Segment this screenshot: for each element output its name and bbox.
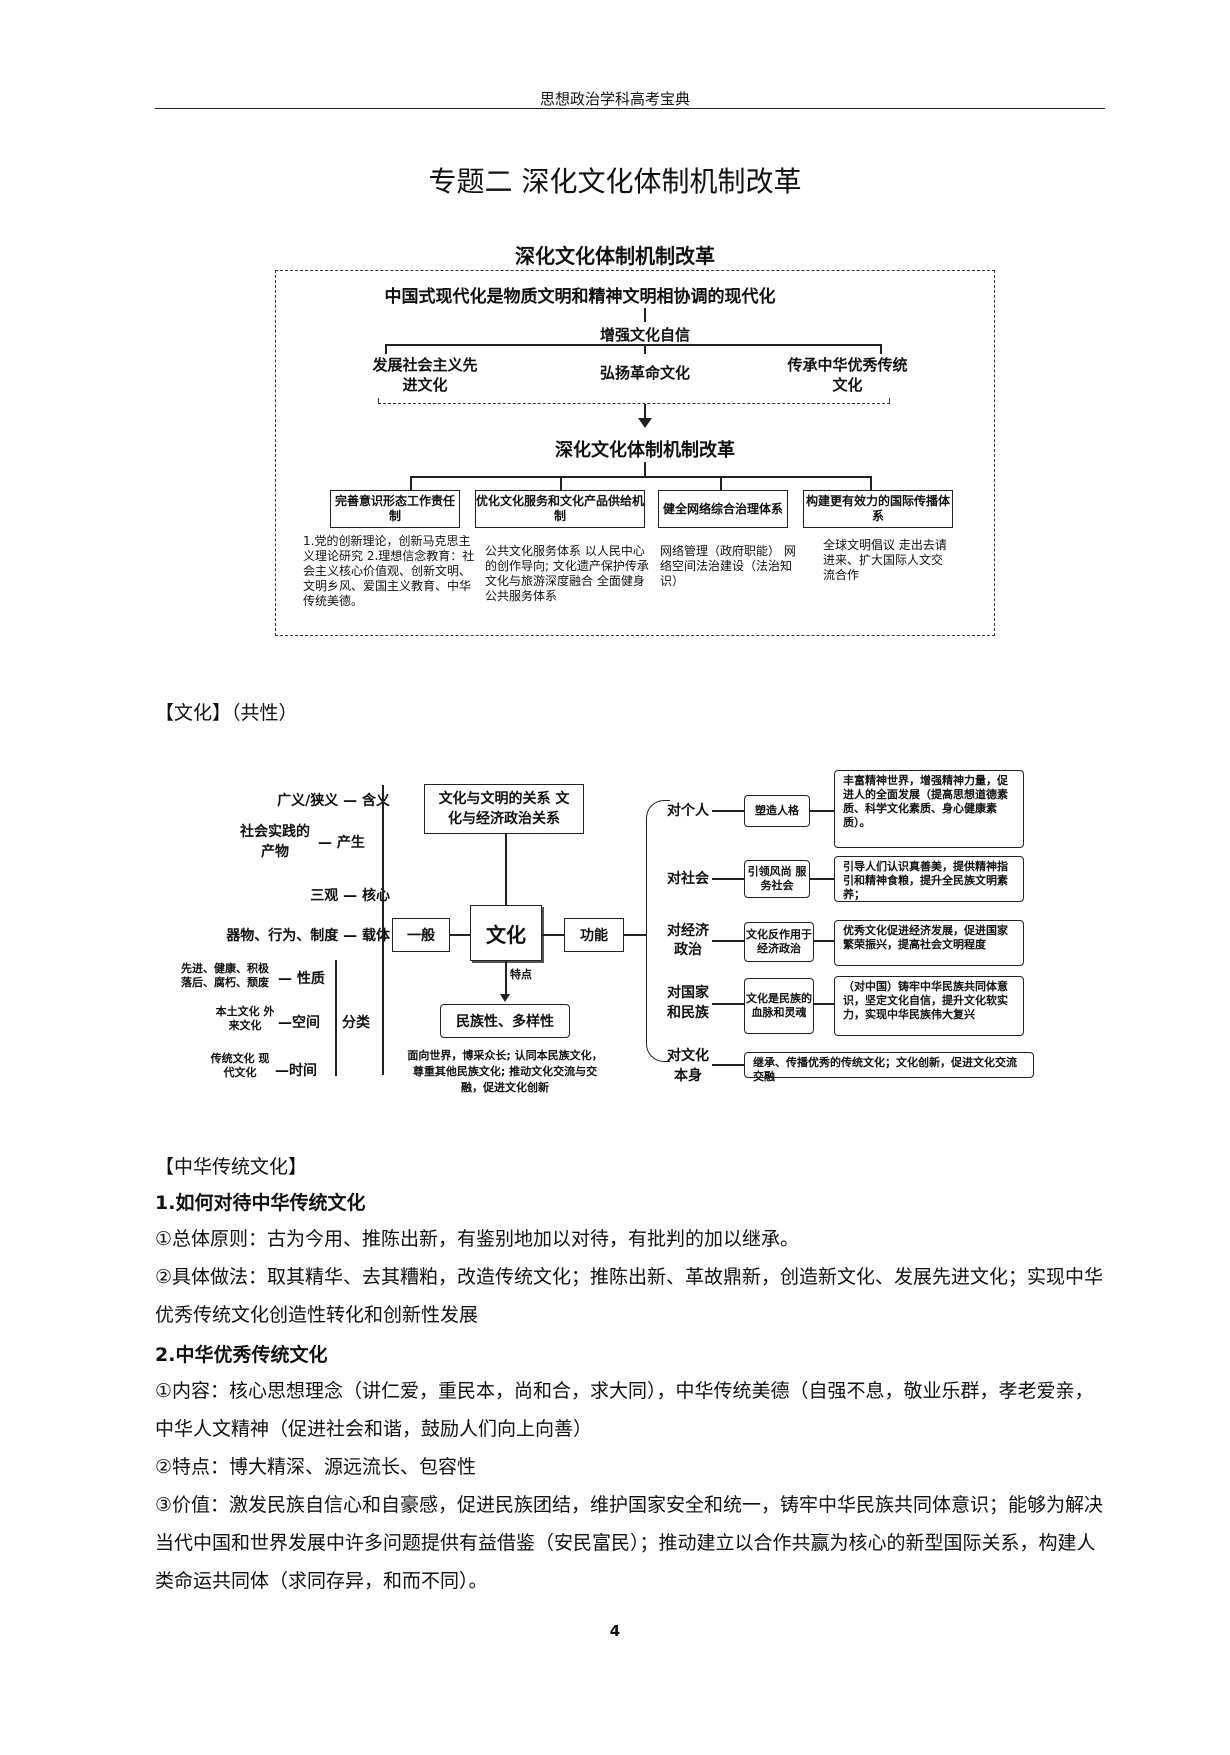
- connector: [450, 934, 470, 936]
- box-network: 健全网络综合治理体系: [658, 490, 788, 528]
- left-item: 三观 — 核心: [310, 888, 390, 904]
- q1-paragraph-2: ②具体做法：取其精华、去其糟粕，改造传统文化；推陈出新、革故鼎新，创造新文化、发…: [155, 1266, 1104, 1326]
- connector: [410, 476, 412, 490]
- left-item: 广义/狭义 — 含义: [277, 793, 390, 809]
- function-target: 对个人: [667, 803, 709, 819]
- connector: [505, 834, 507, 905]
- function-desc: 优秀文化促进经济发展，促进国家繁荣振兴，提高社会文明程度: [834, 920, 1024, 966]
- arrow-down-icon: [500, 994, 510, 1002]
- function-mid: 文化是民族的血脉和灵魂: [744, 978, 814, 1034]
- left-item: 器物、行为、制度 — 载体: [226, 928, 390, 944]
- bracket-line: [335, 960, 337, 1076]
- left-item-a: 社会实践的产物: [240, 824, 310, 860]
- classify-a: 传统文化 现代文化: [210, 1052, 270, 1079]
- connector: [712, 1064, 744, 1066]
- connector: [644, 404, 646, 422]
- function-target: 对社会: [667, 871, 709, 887]
- function-mid: 文化反作用于经济政治: [744, 922, 814, 962]
- classify-a: 先进、健康、积极 落后、腐朽、颓废: [181, 962, 269, 989]
- connector: [385, 344, 880, 346]
- culture-section-heading: 【文化】（共性）: [155, 702, 298, 724]
- function-mid: 引领风尚 服务社会: [744, 860, 810, 898]
- page-title: 专题二 深化文化体制机制改革: [428, 165, 802, 198]
- connector: [644, 308, 646, 322]
- diagram1-title: 深化文化体制机制改革: [515, 244, 715, 268]
- connector: [810, 878, 834, 880]
- function-desc: 引导人们认识真善美，提供精神指引和精神食粮，提升全民族文明素养；: [834, 856, 1024, 902]
- arrow-down-icon: [638, 418, 652, 428]
- feature-label: 特点: [510, 968, 532, 981]
- function-target: 对文化本身: [667, 1048, 709, 1084]
- function-mid: 塑造人格: [744, 795, 810, 827]
- connector: [624, 934, 646, 936]
- connector: [644, 462, 646, 476]
- connector: [385, 344, 387, 354]
- q2-paragraph-1: ①内容：核心思想理念（讲仁爱，重民本，尚和合，求大同），中华传统美德（自强不息，…: [155, 1380, 1094, 1440]
- connector: [814, 940, 834, 942]
- diagram1-center: 深化文化体制机制改革: [555, 440, 735, 461]
- connector: [814, 1003, 834, 1005]
- connector: [720, 476, 722, 490]
- connector: [410, 476, 870, 478]
- box-ideology: 完善意识形态工作责任制: [330, 490, 460, 528]
- diagram1-frame: [275, 270, 995, 636]
- relation-box: 文化与文明的关系 文化与经济政治关系: [424, 784, 584, 834]
- connector: [810, 810, 834, 812]
- function-target: 对国家和民族: [667, 985, 709, 1021]
- connector: [870, 476, 872, 490]
- detail-service: 公共文化服务体系 以人民中心的创作导向; 文化遗产保护传承 文化与旅游深度融合 …: [485, 544, 649, 603]
- connector: [542, 934, 564, 936]
- box-international: 构建更有效力的国际传播体系: [803, 490, 953, 528]
- connector: [644, 344, 646, 354]
- diagram1-confidence: 增强文化自信: [599, 326, 690, 344]
- function-desc: （对中国）铸牢中华民族共同体意识，坚定文化自信，提升文化软实力，实现中华民族伟大…: [834, 976, 1024, 1036]
- function-desc: 继承、传播优秀的传统文化；文化创新，促进文化交流交融: [744, 1052, 1034, 1083]
- core-box: 文化: [470, 905, 542, 961]
- detail-international: 全球文明倡议 走出去请进来、扩大国际人文交流合作: [823, 538, 947, 582]
- classify-label: 分类: [342, 1015, 370, 1031]
- header-rule: [155, 108, 1105, 109]
- q1-paragraph-1: ①总体原则：古为今用、推陈出新，有鉴别地加以对待，有批判的加以继承。: [155, 1228, 800, 1250]
- page-number: 4: [609, 1622, 621, 1640]
- connector: [712, 810, 744, 812]
- connector: [880, 344, 882, 354]
- classify-b: —空间: [278, 1015, 320, 1031]
- classify-b: — 性质: [278, 971, 325, 987]
- classify-b: —时间: [275, 1063, 317, 1079]
- branch-advanced: 发展社会主义先进文化: [372, 356, 478, 394]
- connector: [712, 878, 744, 880]
- general-box: 一般: [392, 918, 450, 952]
- branch-revolution: 弘扬革命文化: [599, 364, 690, 382]
- branch-bracket: [378, 398, 890, 404]
- connector: [560, 476, 562, 490]
- connector: [712, 1003, 744, 1005]
- box-service: 优化文化服务和文化产品供给机制: [475, 490, 645, 528]
- branch-traditional: 传承中华优秀传统文化: [787, 356, 908, 394]
- feature-note: 面向世界，博采众长; 认同本民族文化，尊重其他民族文化; 推动文化交流与交融，促…: [407, 1049, 603, 1094]
- function-box: 功能: [564, 918, 624, 952]
- function-desc: 丰富精神世界，增强精神力量，促进人的全面发展（提高思想道德素质、科学文化素质、身…: [834, 770, 1024, 848]
- left-item-b: — 产生: [318, 835, 365, 851]
- connector: [505, 961, 507, 997]
- connector: [712, 940, 744, 942]
- running-header: 思想政治学科高考宝典: [539, 90, 690, 108]
- detail-ideology: 1.党的创新理论，创新马克思主义理论研究 2.理想信念教育：社会主义核心价值观、…: [303, 534, 475, 608]
- q2-title: 2.中华优秀传统文化: [155, 1344, 328, 1366]
- q2-paragraph-3: ③价值：激发民族自信心和自豪感，促进民族团结，维护国家安全和统一，铸牢中华民族共…: [155, 1494, 1104, 1592]
- trad-section-heading: 【中华传统文化】: [155, 1156, 308, 1178]
- feature-box: 民族性、多样性: [440, 1004, 570, 1038]
- q2-paragraph-2: ②特点：博大精深、源远流长、包容性: [155, 1456, 477, 1478]
- diagram1-top: 中国式现代化是物质文明和精神文明相协调的现代化: [384, 287, 776, 307]
- classify-a: 本土文化 外来文化: [215, 1005, 275, 1032]
- function-target: 对经济政治: [667, 923, 709, 958]
- detail-network: 网络管理（政府职能） 网络空间法治建设（法治知识）: [660, 544, 796, 588]
- q1-title: 1.如何对待中华传统文化: [155, 1192, 366, 1214]
- bracket-line: [382, 785, 384, 1075]
